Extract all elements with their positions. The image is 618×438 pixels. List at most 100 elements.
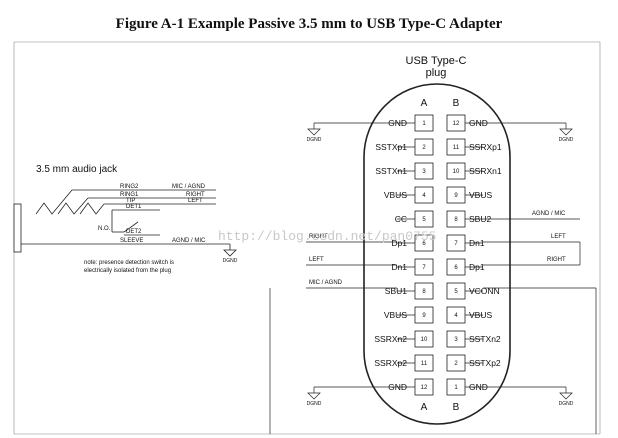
jack-signal-mic-agnd: MIC / AGND (172, 184, 206, 190)
dgnd-label: DGND (307, 137, 322, 143)
net-label-left-right-side: LEFT (551, 234, 566, 240)
pin-number-b: 3 (454, 337, 458, 343)
dgnd-top-left: DGND (307, 122, 397, 143)
figure-title: Figure A-1 Example Passive 3.5 mm to USB… (116, 16, 503, 32)
pin-number-b: 8 (454, 217, 458, 223)
dgnd-label: DGND (307, 401, 322, 407)
pin-number-a: 8 (422, 289, 426, 295)
pin-name-a: VBUS (384, 310, 407, 320)
pin-number-b: 10 (453, 169, 460, 175)
dgnd-label: DGND (559, 137, 574, 143)
pin-row: 3 10 SSTXn1 SSRXn1 (375, 162, 502, 180)
pin-name-b: SBU2 (469, 214, 491, 224)
usb-c-plug-outline (363, 83, 511, 425)
pin-number-a: 4 (422, 193, 426, 199)
column-b-bottom: B (453, 402, 460, 413)
pin-name-b: SSRXn1 (469, 166, 502, 176)
jack-note-line2: electrically isolated from the plug (84, 268, 171, 274)
pin-name-b: Dp1 (469, 262, 485, 272)
pin-number-a: 9 (422, 313, 426, 319)
jack-signal-right: RIGHT (186, 192, 205, 198)
jack-contact-ring1: RING1 (120, 192, 139, 198)
pin-number-a: 6 (422, 241, 426, 247)
pin-name-a: SSRXn2 (374, 334, 407, 344)
dgnd-top-right: DGND (483, 122, 574, 143)
pin-name-b: SSTXn2 (469, 334, 501, 344)
pin-name-a: SSTXp1 (375, 142, 407, 152)
pin-name-a: Dn1 (391, 262, 407, 272)
pin-name-a: GND (388, 118, 407, 128)
pin-name-b: Dn1 (469, 238, 485, 248)
pin-name-b: GND (469, 118, 488, 128)
usb-c-subtitle: plug (426, 67, 447, 79)
pin-row: 9 4 VBUS VBUS (384, 306, 492, 324)
net-label-agnd-mic-right: AGND / MIC (532, 211, 566, 217)
pin-number-b: 5 (454, 289, 458, 295)
pin-name-a: GND (388, 382, 407, 392)
pin-row: 1 12 GND GND (388, 114, 488, 132)
pin-number-a: 3 (422, 169, 426, 175)
jack-switch-label: N.O. (98, 226, 111, 232)
pin-name-a: SSTXn1 (375, 166, 407, 176)
pin-number-b: 7 (454, 241, 458, 247)
pin-number-b: 4 (454, 313, 458, 319)
pin-row: 7 6 Dn1 Dp1 (391, 258, 485, 276)
pin-number-a: 10 (421, 337, 428, 343)
pin-name-a: SBU1 (385, 286, 407, 296)
pin-name-b: GND (469, 382, 488, 392)
pin-name-b: VBUS (469, 310, 492, 320)
pin-row: 2 11 SSTXp1 SSRXp1 (375, 138, 502, 156)
dgnd-label: DGND (559, 401, 574, 407)
pin-name-b: SSRXp1 (469, 142, 502, 152)
dgnd-bottom-left: DGND (307, 386, 397, 407)
jack-contact-det1: DET1 (126, 204, 142, 210)
audio-jack-symbol (13, 189, 237, 257)
jack-contact-sleeve: SLEEVE (120, 238, 143, 244)
pin-number-b: 1 (454, 385, 458, 391)
pin-number-b: 2 (454, 361, 458, 367)
pin-number-a: 7 (422, 265, 426, 271)
jack-signal-left: LEFT (188, 198, 203, 204)
pin-number-b: 11 (453, 145, 460, 151)
pin-number-a: 11 (421, 361, 428, 367)
jack-contact-ring2: RING2 (120, 184, 139, 190)
jack-note-line1: note: presence detection switch is (84, 260, 174, 266)
pin-number-a: 12 (421, 385, 428, 391)
pin-number-a: 1 (422, 121, 426, 127)
pin-number-a: 5 (422, 217, 426, 223)
pin-name-b: SSTXp2 (469, 358, 501, 368)
pin-name-a: SSRXp2 (374, 358, 407, 368)
jack-signal-agnd-mic: AGND / MIC (172, 238, 206, 244)
net-label-mic-agnd: MIC / AGND (309, 280, 343, 286)
pin-row: 4 9 VBUS VBUS (384, 186, 492, 204)
pin-name-b: VCONN (469, 286, 500, 296)
usb-c-title: USB Type-C (406, 55, 467, 67)
net-label-right-left-side: RIGHT (309, 234, 328, 240)
pin-row: 10 3 SSRXn2 SSTXn2 (374, 330, 501, 348)
pin-name-a: VBUS (384, 190, 407, 200)
pin-row: 8 5 SBU1 VCONN (385, 282, 500, 300)
jack-contact-det2: DET2 (126, 229, 142, 235)
watermark: http://blog.csdn.net/pan0755 (218, 229, 436, 244)
pin-row: 12 1 GND GND (388, 378, 488, 396)
net-label-left-left-side: LEFT (309, 257, 324, 263)
pin-number-a: 2 (422, 145, 426, 151)
pin-name-a: Dp1 (391, 238, 407, 248)
pin-number-b: 6 (454, 265, 458, 271)
pin-row: 6 7 Dp1 Dn1 (391, 234, 485, 252)
dgnd-bottom-right: DGND (483, 386, 574, 407)
column-b-top: B (453, 98, 460, 109)
jack-dgnd-label: DGND (223, 258, 238, 264)
pin-name-b: VBUS (469, 190, 492, 200)
net-label-right-right-side: RIGHT (547, 257, 566, 263)
net-wires (269, 218, 597, 434)
column-a-top: A (421, 98, 428, 109)
pin-number-b: 12 (453, 121, 460, 127)
jack-contact-tip: TIP (126, 198, 135, 204)
pin-number-b: 9 (454, 193, 458, 199)
pin-row: 11 2 SSRXp2 SSTXp2 (374, 354, 501, 372)
column-a-bottom: A (421, 402, 428, 413)
